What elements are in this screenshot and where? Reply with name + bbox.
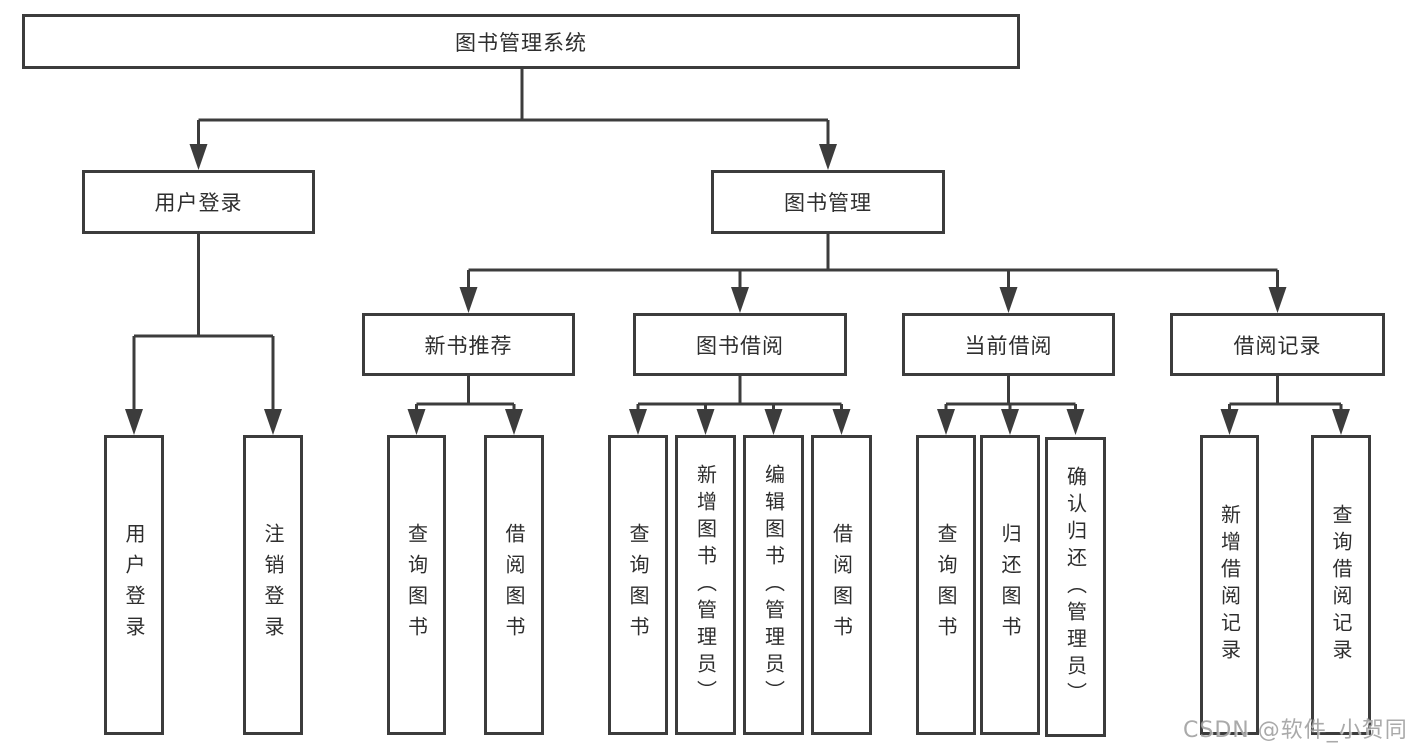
arrowhead	[1332, 409, 1350, 435]
arrowhead	[1001, 409, 1019, 435]
leaf-confirm-return-admin: 确认归还（管理员）	[1045, 437, 1106, 737]
leaf-user-login: 用户登录	[104, 435, 164, 735]
connector-current-borrowing-to-leaves	[944, 376, 1077, 411]
arrowhead	[696, 409, 715, 435]
connector-root-to-level2	[197, 69, 830, 146]
arrowhead	[832, 409, 851, 435]
arrowhead	[1220, 409, 1239, 435]
arrowhead	[505, 409, 523, 435]
arrowhead	[407, 409, 426, 435]
arrowhead	[731, 287, 749, 313]
watermark-text: CSDN @软件_小贺同学	[1183, 718, 1405, 743]
arrowhead	[629, 409, 647, 435]
arrowhead	[937, 409, 955, 435]
node-book-management: 图书管理	[711, 170, 945, 234]
node-new-book-recommendation: 新书推荐	[362, 313, 575, 376]
leaf-add-book-admin: 新增图书（管理员）	[675, 435, 736, 735]
leaf-query-borrow-record: 查询借阅记录	[1311, 435, 1371, 735]
arrowhead	[189, 144, 208, 170]
connector-borrowing-records-to-leaves	[1228, 376, 1343, 411]
leaf-borrow-books: 借阅图书	[811, 435, 872, 735]
connector-book-management-to-level3	[467, 234, 1279, 289]
arrowhead	[125, 409, 143, 435]
node-current-borrowing: 当前借阅	[902, 313, 1115, 376]
arrowhead	[1268, 287, 1287, 313]
node-book-borrowing: 图书借阅	[633, 313, 847, 376]
leaf-add-borrow-record: 新增借阅记录	[1200, 435, 1259, 735]
arrowhead	[999, 287, 1018, 313]
node-library-management-system: 图书管理系统	[22, 14, 1020, 69]
arrowhead	[764, 409, 783, 435]
leaf-query-books-borrowing: 查询图书	[608, 435, 668, 735]
leaf-query-books-current: 查询图书	[916, 435, 976, 735]
leaf-edit-book-admin: 编辑图书（管理员）	[743, 435, 804, 735]
arrowhead	[264, 409, 282, 435]
leaf-query-books-recommend: 查询图书	[387, 435, 446, 735]
node-borrowing-records: 借阅记录	[1170, 313, 1385, 376]
arrowhead	[819, 144, 837, 170]
leaf-return-book: 归还图书	[980, 435, 1040, 735]
node-user-login: 用户登录	[82, 170, 315, 234]
leaf-logout: 注销登录	[243, 435, 303, 735]
connector-book-borrowing-to-leaves	[636, 376, 843, 411]
connector-user-login-to-leaves	[132, 234, 275, 411]
arrowhead	[1066, 409, 1085, 435]
arrowheads	[125, 144, 1350, 435]
connector-new-book-recommendation-to-leaves	[415, 376, 516, 411]
leaf-borrow-books-recommend: 借阅图书	[484, 435, 544, 735]
arrowhead	[459, 287, 478, 313]
